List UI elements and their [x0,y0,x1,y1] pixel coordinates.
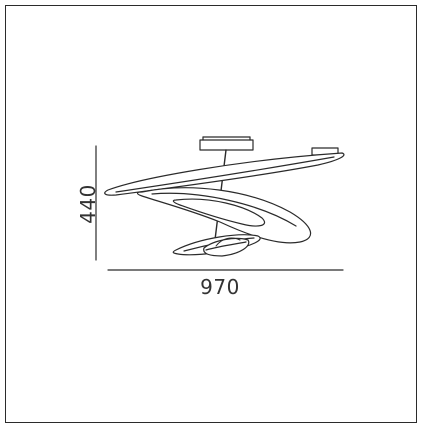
spiral-ring-inner [172,198,266,227]
spiral-ring-top [104,152,345,196]
ceiling-canopy [199,136,254,151]
height-dimension-label: 440 [76,184,100,224]
width-dimension-label: 970 [200,275,240,299]
lamp-diffuser [203,237,250,257]
